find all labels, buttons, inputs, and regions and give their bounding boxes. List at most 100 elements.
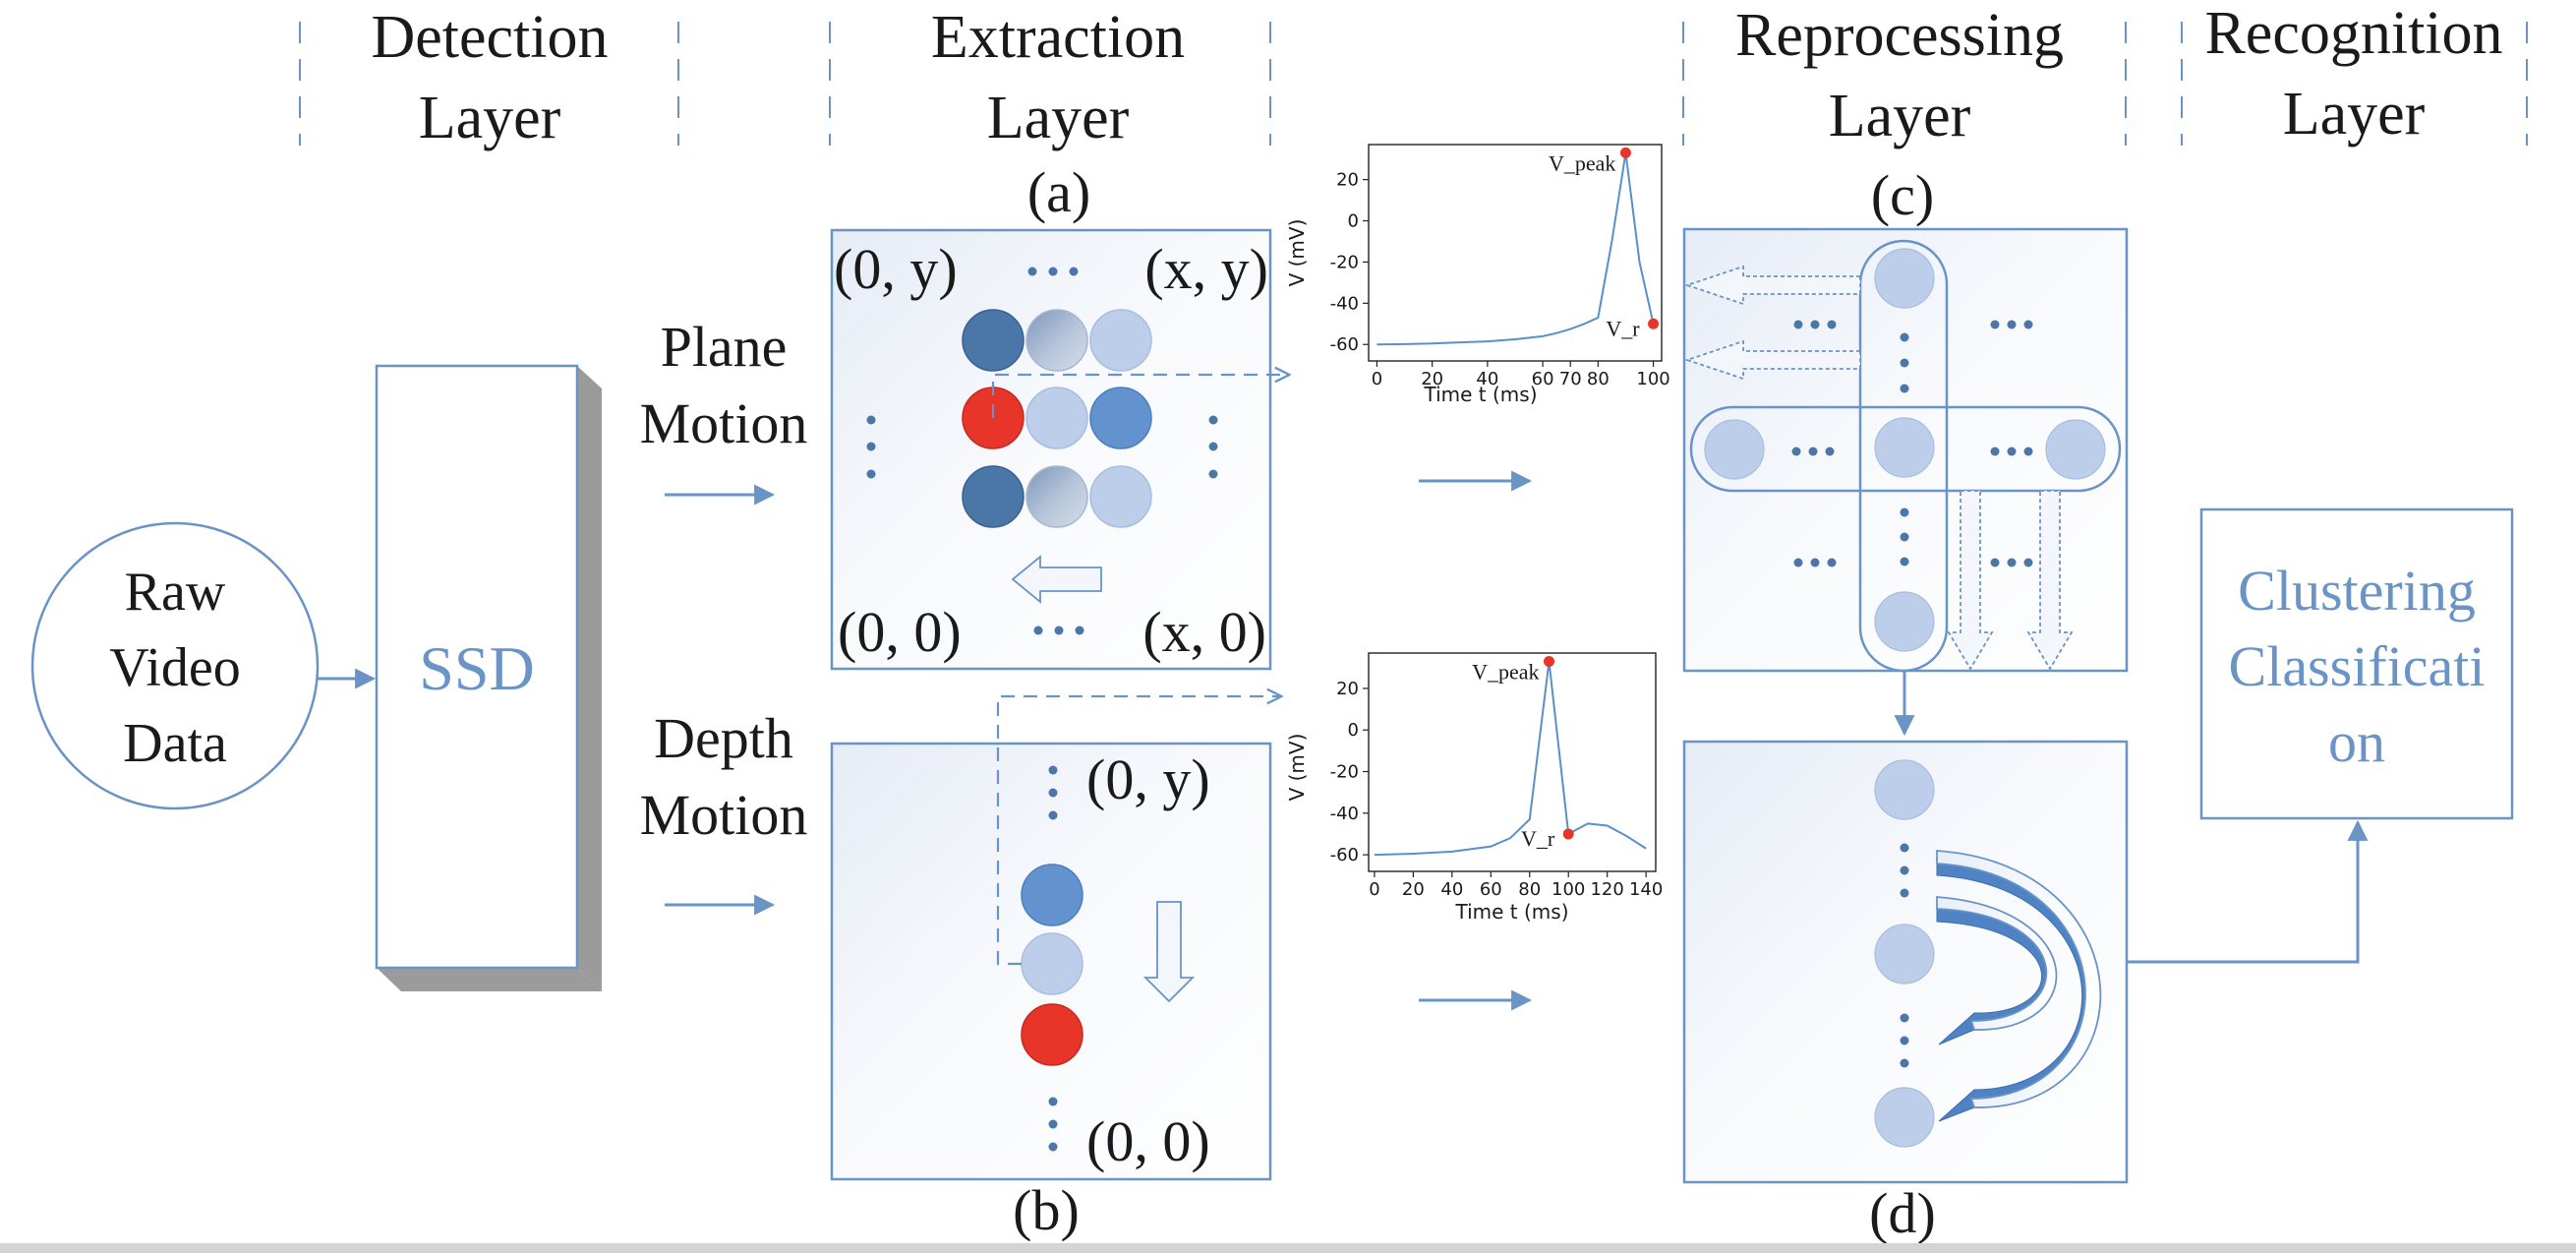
extraction-layer-title-2: Layer xyxy=(987,85,1130,151)
neuron-dot xyxy=(1089,387,1152,449)
x-tick-label: 40 xyxy=(1476,369,1498,389)
panel-a: (a) (0, y) (x, y) (0, 0) (x, 0) xyxy=(830,160,1288,671)
detection-layer-title-2: Layer xyxy=(419,85,561,151)
y-tick-label: 20 xyxy=(1336,679,1359,699)
bottom-scroll-bar xyxy=(0,1243,2576,1253)
panel-a-ellipses xyxy=(866,267,1218,635)
membrane-potential-line xyxy=(1374,661,1647,857)
v-peak-label: V_peak xyxy=(1472,659,1539,684)
panel-b-to-chart-connector xyxy=(996,696,1280,966)
v-peak-label: V_peak xyxy=(1549,150,1615,175)
x-tick-label: 100 xyxy=(1636,369,1669,389)
y-tick-label: -20 xyxy=(1330,252,1359,272)
neuron-dot xyxy=(1025,387,1088,449)
ssd-shadow-bottom xyxy=(377,968,602,991)
depth-motion-line-2: Motion xyxy=(640,783,808,847)
neuron-dot xyxy=(1025,465,1088,528)
neuron-dot xyxy=(1874,759,1935,820)
reprocessing-layer-title-2: Layer xyxy=(1829,83,1971,149)
y-tick-label: -60 xyxy=(1330,845,1359,865)
spike-marker xyxy=(1543,655,1554,667)
neuron-dot xyxy=(1874,924,1935,984)
input-line-1: Raw xyxy=(125,562,226,623)
chart-top-ylabel: V (mV) xyxy=(1285,219,1309,287)
extraction-layer-title-1: Extraction xyxy=(931,4,1185,71)
feedback-arc-outer-highlight xyxy=(1936,850,2102,1108)
x-tick-label: 0 xyxy=(1369,879,1379,900)
coord-bottom-right: (x, 0) xyxy=(1142,600,1266,664)
x-tick-label: 20 xyxy=(1402,879,1425,900)
v-reset-label: V_r xyxy=(1521,826,1555,851)
output-line-1: Clustering xyxy=(2238,559,2476,623)
x-tick-label: 40 xyxy=(1440,879,1463,900)
ssd-face xyxy=(375,364,579,970)
membrane-potential-line xyxy=(1376,152,1655,346)
output-block: Clustering Classificati on xyxy=(2199,507,2514,820)
x-tick-label: 0 xyxy=(1372,369,1382,389)
panel-a-frame xyxy=(830,228,1272,671)
coord-top-right: (x, y) xyxy=(1144,237,1268,301)
left-motion-arrow-icon xyxy=(1011,555,1102,604)
reprocessing-layer-title-1: Reprocessing xyxy=(1735,2,2064,69)
panel-b-label: (b) xyxy=(1013,1178,1080,1242)
neuron-dot xyxy=(1874,591,1935,652)
inhibition-left-arrow-icon xyxy=(1684,339,1861,381)
input-line-2: Video xyxy=(109,637,241,698)
input-line-3: Data xyxy=(123,713,227,774)
output-line-2: Classificati xyxy=(2229,634,2486,698)
panel-c-ellipses xyxy=(1791,320,2033,567)
panel-a-to-chart-connector xyxy=(991,375,1288,418)
ssd-shadow-right xyxy=(577,366,602,991)
y-tick-label: -40 xyxy=(1330,804,1359,824)
panel-a-label: (a) xyxy=(1027,160,1090,224)
neuron-dot xyxy=(2045,419,2106,480)
d-to-output-arrow xyxy=(2127,819,2369,964)
plane-motion-line-2: Motion xyxy=(640,391,808,455)
x-tick-label: 80 xyxy=(1587,369,1610,389)
neuron-dot xyxy=(1704,419,1765,480)
x-tick-label: 120 xyxy=(1590,879,1623,900)
x-tick-label: 60 xyxy=(1480,879,1502,900)
neuron-dot xyxy=(962,465,1025,528)
neuron-dot xyxy=(962,309,1025,372)
output-line-3: on xyxy=(2328,710,2385,774)
x-tick-label: 100 xyxy=(1551,879,1585,900)
panel-c: (c) xyxy=(1682,163,2129,737)
input-circle xyxy=(30,521,320,810)
chart-axes-frame xyxy=(1368,144,1663,362)
down-motion-arrow-icon xyxy=(1142,901,1196,1003)
panel-d-ellipses xyxy=(1900,843,1909,1068)
y-tick-label: -60 xyxy=(1330,334,1359,355)
depth-motion-line-1: Depth xyxy=(654,706,793,770)
layer-headers: Detection Layer Extraction Layer Reproce… xyxy=(299,0,2528,151)
spike-marker xyxy=(1648,318,1660,329)
spike-marker xyxy=(1562,828,1574,840)
ssd-block: SSD xyxy=(375,364,602,991)
panel-b-ellipses xyxy=(1048,765,1058,1152)
detection-layer-title-1: Detection xyxy=(371,4,608,71)
panel-b: (b) (0, y) (0, 0) xyxy=(830,696,1280,1242)
x-tick-label: 140 xyxy=(1629,879,1663,900)
neuron-dot xyxy=(1021,932,1083,995)
panel-d-label: (d) xyxy=(1869,1181,1936,1245)
y-tick-label: 20 xyxy=(1336,170,1359,191)
neuron-dot xyxy=(1874,248,1935,309)
neuron-dot xyxy=(1874,417,1935,478)
inhibition-left-arrow-icon xyxy=(1684,265,1861,306)
motion-labels: Plane Motion Depth Motion xyxy=(640,315,808,847)
recognition-layer-title-2: Layer xyxy=(2283,81,2426,148)
panel-d: (d) xyxy=(1682,740,2129,1245)
neuron-dot-active xyxy=(1021,1003,1083,1066)
x-tick-label: 20 xyxy=(1421,369,1443,389)
output-frame xyxy=(2199,507,2514,820)
raw-video-input: Raw Video Data xyxy=(30,521,320,810)
y-tick-label: -40 xyxy=(1330,293,1359,314)
horizontal-neuron-group xyxy=(1689,405,2122,493)
chart-bottom-xlabel: Time t (ms) xyxy=(1454,900,1568,924)
x-tick-label: 60 xyxy=(1532,369,1554,389)
inhibition-down-arrow-icon xyxy=(1947,490,1994,671)
y-tick-label: -20 xyxy=(1330,762,1359,783)
